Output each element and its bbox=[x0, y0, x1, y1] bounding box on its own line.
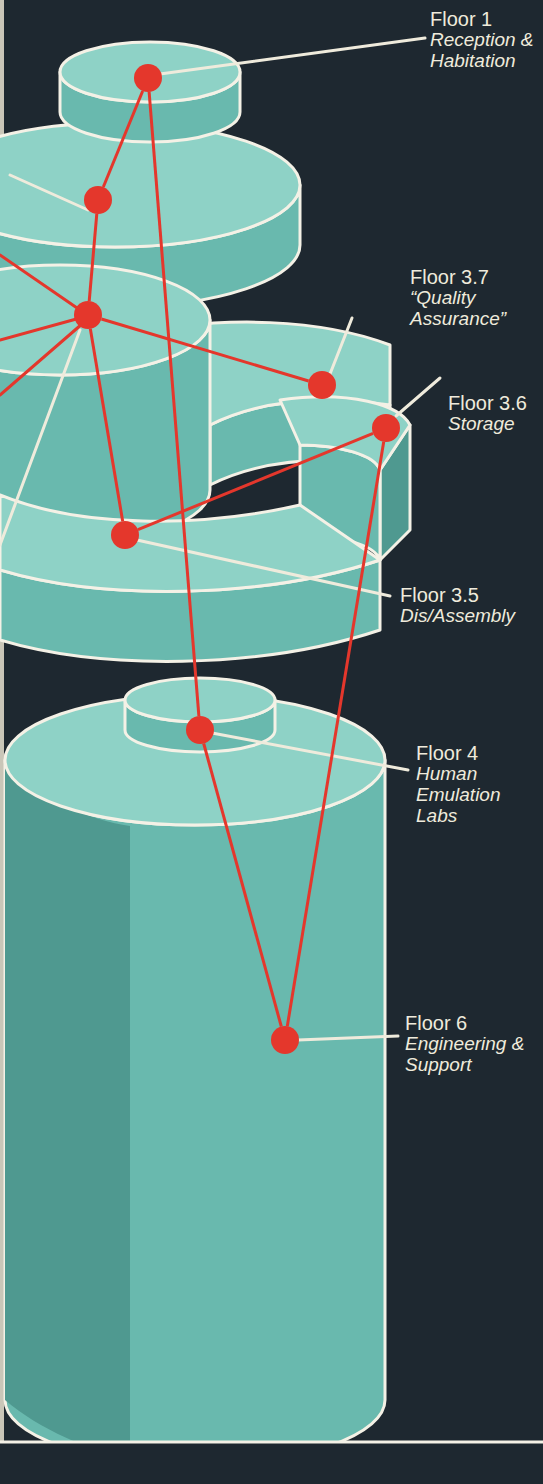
leader-line bbox=[10, 175, 88, 210]
floor-dot: Floor 6Engineering & Support bbox=[271, 1026, 299, 1054]
red-link bbox=[149, 92, 199, 716]
floor-number: Floor 4 bbox=[416, 742, 521, 764]
link-line bbox=[149, 92, 199, 716]
floor-label: Floor 3.6Storage bbox=[448, 392, 538, 435]
link-line bbox=[204, 744, 282, 1027]
link-line bbox=[90, 329, 122, 521]
leader-line bbox=[396, 378, 440, 416]
floor-dot bbox=[84, 186, 112, 214]
leader-line bbox=[212, 733, 408, 770]
red-link bbox=[101, 319, 308, 381]
red-link bbox=[287, 442, 383, 1026]
floor-dot: Floor 3.6Storage bbox=[372, 414, 400, 442]
floor-label: Floor 1Reception & Habitation bbox=[430, 8, 538, 72]
floor-label: Floor 4Human Emulation Labs bbox=[416, 742, 521, 827]
floor-function: Reception & Habitation bbox=[430, 30, 538, 72]
red-link bbox=[138, 433, 373, 529]
leader-line bbox=[330, 318, 352, 374]
floor-dot: Floor 1Reception & Habitation bbox=[134, 64, 162, 92]
floor-number: Floor 3.7 bbox=[410, 266, 535, 288]
floor-number: Floor 6 bbox=[405, 1012, 530, 1034]
red-link bbox=[204, 744, 282, 1027]
link-line bbox=[138, 433, 373, 529]
red-link bbox=[90, 329, 122, 521]
floor-label: Floor 6Engineering & Support bbox=[405, 1012, 530, 1076]
link-line bbox=[287, 442, 383, 1026]
floor-function: Dis/Assembly bbox=[400, 606, 535, 627]
floor-number: Floor 3.6 bbox=[448, 392, 538, 414]
floor-label: Floor 3.5Dis/Assembly bbox=[400, 584, 535, 627]
red-link bbox=[103, 91, 142, 187]
link-line bbox=[103, 91, 142, 187]
floor-number: Floor 1 bbox=[430, 8, 538, 30]
floor-dot: Floor 3.7“Quality Assurance” bbox=[308, 371, 336, 399]
offpage-link bbox=[0, 324, 82, 395]
caption-frame bbox=[0, 1442, 543, 1484]
offpage-link bbox=[0, 255, 80, 310]
link-line bbox=[89, 214, 97, 301]
floor-dot: Floor 4Human Emulation Labs bbox=[186, 716, 214, 744]
shadow bbox=[5, 760, 130, 1460]
floor-label: Floor 3.7“Quality Assurance” bbox=[410, 266, 535, 330]
floor-dot: Floor 3.5Dis/Assembly bbox=[111, 521, 139, 549]
floor-function: “Quality Assurance” bbox=[410, 288, 535, 330]
leader-line bbox=[298, 1036, 398, 1040]
leader-line bbox=[160, 38, 425, 74]
floor-dot bbox=[74, 301, 102, 329]
floor-function: Engineering & Support bbox=[405, 1034, 530, 1076]
link-line bbox=[101, 319, 308, 381]
floor-side bbox=[5, 760, 385, 1465]
floor-function: Storage bbox=[448, 414, 538, 435]
red-link bbox=[89, 214, 97, 301]
floor-number: Floor 3.5 bbox=[400, 584, 535, 606]
leader-line bbox=[137, 540, 390, 596]
floor-function: Human Emulation Labs bbox=[416, 764, 521, 827]
floor-top bbox=[280, 397, 410, 470]
